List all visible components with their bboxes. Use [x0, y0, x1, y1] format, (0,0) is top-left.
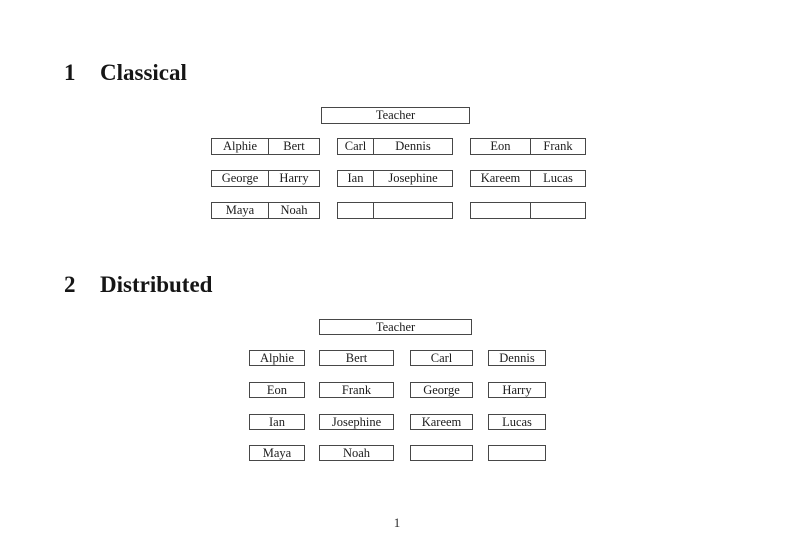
student-seat: Harry — [268, 171, 319, 186]
section-heading-classical: 1 Classical — [64, 60, 187, 86]
student-seat-empty — [530, 203, 585, 218]
student-seat: Carl — [344, 139, 367, 153]
section-title: Classical — [100, 60, 187, 85]
desk-box-empty — [470, 202, 586, 219]
desk-box: Kareem Lucas — [470, 170, 586, 187]
desk-box: Harry — [488, 382, 546, 398]
desk-box: Bert — [319, 350, 394, 366]
student-seat: Eon — [490, 139, 511, 153]
student-seat-empty — [373, 203, 452, 218]
section-number: 2 — [64, 272, 76, 297]
desk-box: Noah — [319, 445, 394, 461]
student-seat: Noah — [268, 203, 319, 218]
teacher-box-classical: Teacher — [321, 107, 470, 124]
student-seat: Frank — [530, 139, 585, 154]
student-seat: Ian — [347, 171, 364, 185]
desk-box: Lucas — [488, 414, 546, 430]
teacher-label: Teacher — [375, 319, 416, 334]
desk-box: Alphie — [249, 350, 305, 366]
section-number: 1 — [64, 60, 76, 85]
desk-box: Maya Noah — [211, 202, 320, 219]
desk-box: George — [410, 382, 473, 398]
teacher-label: Teacher — [375, 108, 416, 122]
desk-box: Carl — [410, 350, 473, 366]
student-seat: George — [221, 171, 259, 185]
desk-box-empty — [410, 445, 473, 461]
desk-box: Alphie Bert — [211, 138, 320, 155]
desk-box: George Harry — [211, 170, 320, 187]
student-seat: Dennis — [373, 139, 452, 154]
desk-box-empty — [488, 445, 546, 461]
desk-box: Maya — [249, 445, 305, 461]
desk-box: Ian Josephine — [337, 170, 453, 187]
student-seat: Lucas — [530, 171, 585, 186]
desk-box: Josephine — [319, 414, 394, 430]
desk-box: Eon — [249, 382, 305, 398]
page-number: 1 — [393, 515, 401, 530]
student-seat: Alphie — [222, 139, 258, 153]
student-seat: Maya — [225, 203, 255, 217]
student-seat: Kareem — [480, 171, 521, 185]
section-title: Distributed — [100, 272, 213, 297]
desk-box: Frank — [319, 382, 394, 398]
desk-box: Kareem — [410, 414, 473, 430]
desk-box: Carl Dennis — [337, 138, 453, 155]
desk-box: Ian — [249, 414, 305, 430]
teacher-box-distributed: Teacher — [319, 319, 472, 335]
student-seat-empty — [471, 203, 530, 218]
desk-box-empty — [337, 202, 453, 219]
desk-box: Eon Frank — [470, 138, 586, 155]
student-seat: Bert — [268, 139, 319, 154]
section-heading-distributed: 2 Distributed — [64, 272, 212, 298]
desk-box: Dennis — [488, 350, 546, 366]
student-seat-empty — [338, 203, 373, 218]
student-seat: Josephine — [373, 171, 452, 186]
